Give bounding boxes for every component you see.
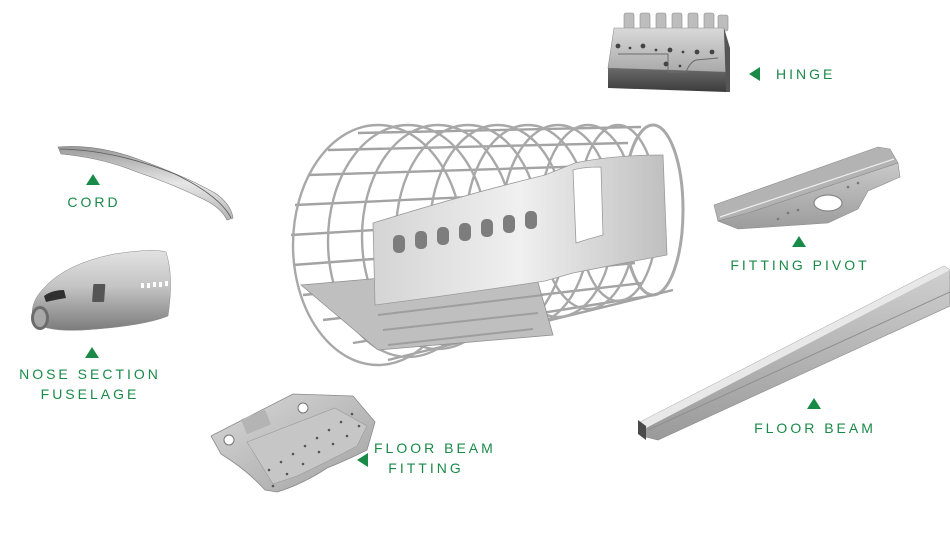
cord-part-image <box>55 138 240 223</box>
cord-pointer-arrow-icon <box>86 174 100 185</box>
floor-beam-label: FLOOR BEAM <box>750 418 880 438</box>
cord-label-text: CORD <box>67 194 121 210</box>
nose-section-fuselage-label: NOSE SECTION FUSELAGE <box>10 364 170 404</box>
nose-section-label-line-1: NOSE SECTION <box>19 366 161 382</box>
fuselage-barrel-part-image <box>283 115 693 375</box>
fitting-pivot-part-image <box>708 143 903 233</box>
hinge-label: HINGE <box>776 64 835 84</box>
floor-beam-fitting-pointer-arrow-icon <box>357 453 368 467</box>
floor-beam-fitting-label: FLOOR BEAM FITTING <box>374 438 496 478</box>
hinge-pointer-arrow-icon <box>749 67 760 81</box>
floor-beam-label-text: FLOOR BEAM <box>754 420 876 436</box>
fitting-pivot-pointer-arrow-icon <box>792 236 806 247</box>
fitting-pivot-label-text: FITTING PIVOT <box>730 257 870 273</box>
floor-beam-part-image <box>638 262 950 442</box>
hinge-label-text: HINGE <box>776 66 836 82</box>
floor-beam-fitting-label-line-2: FITTING <box>388 460 464 476</box>
fitting-pivot-label: FITTING PIVOT <box>730 255 870 275</box>
cord-label: CORD <box>62 192 126 212</box>
floor-beam-pointer-arrow-icon <box>807 398 821 409</box>
floor-beam-fitting-label-line-1: FLOOR BEAM <box>374 440 496 456</box>
nose-section-part-image <box>24 246 184 336</box>
floor-beam-fitting-part-image <box>207 386 377 496</box>
nose-section-label-line-2: FUSELAGE <box>40 386 140 402</box>
nose-section-pointer-arrow-icon <box>85 347 99 358</box>
hinge-part-image <box>600 8 730 98</box>
